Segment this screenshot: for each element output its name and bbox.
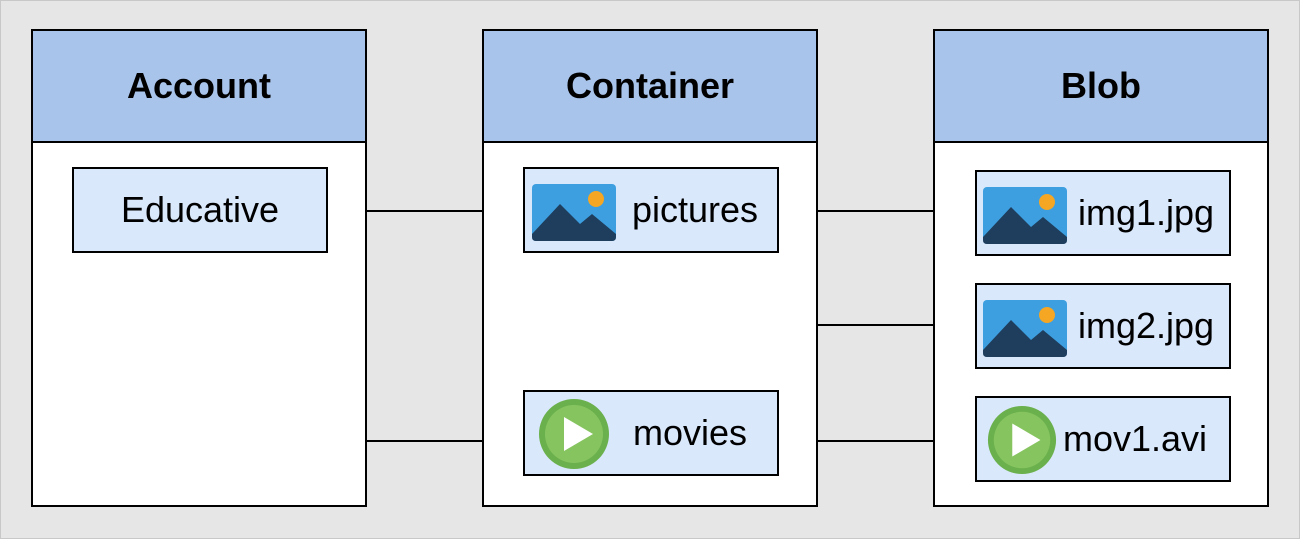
image-icon: [983, 300, 1067, 357]
container-panel: Container: [482, 29, 818, 507]
account-header: Account: [33, 31, 365, 143]
account-panel: Account: [31, 29, 367, 507]
play-icon: [539, 399, 609, 469]
image-icon: [532, 184, 616, 241]
container-node-pictures[interactable]: pictures: [523, 167, 779, 253]
container-header: Container: [484, 31, 816, 143]
blob-node-label: img2.jpg: [1078, 305, 1215, 346]
blob-node-mov1[interactable]: mov1.avi: [975, 396, 1231, 482]
blob-node-img2[interactable]: img2.jpg: [975, 283, 1231, 369]
blob-header: Blob: [935, 31, 1267, 143]
container-node-label: movies: [633, 412, 748, 453]
account-node-educative[interactable]: Educative: [72, 167, 328, 253]
play-icon: [987, 405, 1057, 475]
blob-node-label: mov1.avi: [1063, 418, 1208, 459]
account-node-label: Educative: [120, 189, 280, 230]
container-node-movies[interactable]: movies: [523, 390, 779, 476]
blob-node-img1[interactable]: img1.jpg: [975, 170, 1231, 256]
blob-node-label: img1.jpg: [1078, 192, 1215, 233]
image-icon: [983, 187, 1067, 244]
container-node-label: pictures: [632, 189, 759, 230]
